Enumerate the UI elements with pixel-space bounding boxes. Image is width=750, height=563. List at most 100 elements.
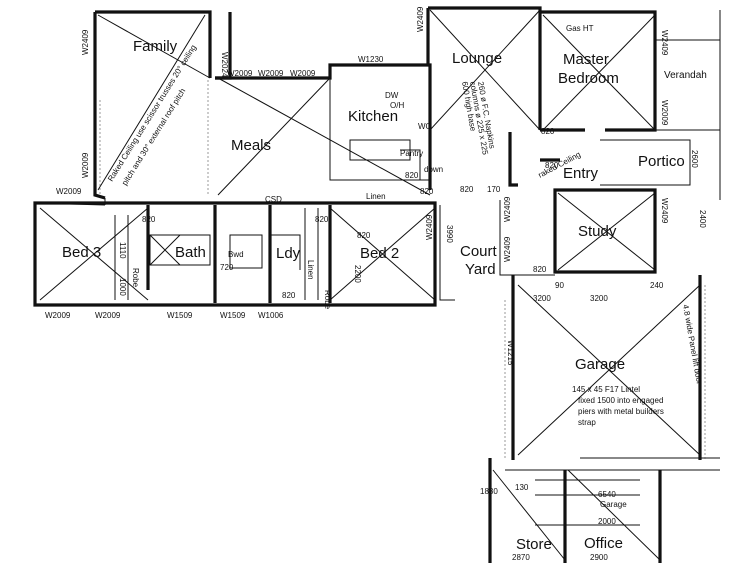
window-code: W2009 — [227, 69, 253, 78]
dimension: 2000 — [598, 517, 616, 526]
window-code: W2409 — [503, 236, 512, 262]
dimension: 2870 — [512, 553, 530, 562]
window-code: W2024 — [220, 52, 229, 78]
label-garage-note-3: piers with metal builders — [578, 407, 664, 416]
window-code: W2409 — [660, 198, 669, 224]
dimension: 3200 — [590, 294, 608, 303]
window-code: W2009 — [660, 100, 669, 126]
study-walls — [553, 188, 657, 274]
room-yard: Yard — [465, 261, 496, 278]
label-garage-note-4: strap — [578, 418, 596, 427]
detail-layer — [34, 9, 721, 561]
dimension: 720 — [220, 263, 234, 272]
wall-layer — [33, 6, 702, 563]
room-kitchen: Kitchen — [348, 108, 398, 125]
dimension: 3990 — [445, 225, 454, 243]
window-code: W2009 — [81, 152, 90, 178]
label-wo: WO — [418, 122, 432, 131]
dimension: 820 — [315, 215, 329, 224]
window-code: W2409 — [425, 214, 434, 240]
dimension: 820 — [533, 265, 547, 274]
window-code: W1215 — [506, 340, 515, 366]
room-portico: Portico — [638, 153, 685, 170]
window-codes: W2409 W2024 W2009 W2009 W2009 W1230 W240… — [45, 6, 669, 366]
label-csd: CSD — [265, 195, 282, 204]
label-garage-note-2: fixed 1500 into engaged — [578, 396, 663, 405]
dimension: 820 — [357, 231, 371, 240]
label-gas: Gas HT — [566, 24, 594, 33]
window-code: W2009 — [258, 69, 284, 78]
label-robe-a: Robe — [131, 268, 140, 288]
bedroom-wing-walls — [33, 201, 437, 307]
label-robe-b: Robe — [323, 290, 332, 310]
window-code: W2009 — [45, 311, 71, 320]
label-pantry: Pantry — [400, 149, 423, 158]
label-garage-note-1: 145 x 45 F17 Lintel — [572, 385, 640, 394]
room-master-1: Master — [563, 51, 609, 68]
room-office: Office — [584, 535, 623, 552]
dimension: 1110 — [118, 242, 127, 259]
meals-top-wall — [215, 63, 432, 190]
room-court: Court — [460, 243, 498, 260]
window-code: W1230 — [358, 55, 384, 64]
room-family: Family — [133, 38, 178, 55]
dimension: 820 — [545, 161, 559, 170]
dimension: 2400 — [698, 210, 707, 228]
label-linen: Linen — [366, 192, 386, 201]
dimension-labels: 820 820 820 820 820 820 820 820 820 820 … — [118, 127, 707, 562]
dimension: 6540 — [598, 490, 616, 499]
room-bed2: Bed 2 — [360, 245, 399, 262]
dimension: 2900 — [590, 553, 608, 562]
dimension: 170 — [487, 185, 501, 194]
room-ldy: Ldy — [276, 245, 301, 262]
window-code: W2009 — [56, 187, 82, 196]
room-entry: Entry — [563, 165, 599, 182]
dimension: 90 — [555, 281, 564, 290]
hatch-layer — [99, 80, 706, 460]
entry-walls — [508, 132, 560, 187]
room-verandah: Verandah — [664, 70, 707, 81]
dimension: 820 — [460, 185, 474, 194]
dimension: 820 — [541, 127, 555, 136]
store-office-walls — [488, 458, 662, 563]
room-meals: Meals — [231, 137, 271, 154]
dimension: 2600 — [690, 150, 699, 168]
window-code: W2409 — [81, 29, 90, 55]
label-oh: O/H — [390, 101, 404, 110]
label-family-note-1: Raked Ceiling use scissor trusses 20° ce… — [106, 43, 198, 183]
master-walls — [540, 10, 657, 132]
window-code: W2409 — [416, 6, 425, 32]
label-dw: DW — [385, 91, 399, 100]
window-code: W1509 — [220, 311, 246, 320]
label-linen-v: Linen — [306, 260, 315, 280]
dimension: 3200 — [533, 294, 551, 303]
room-lounge: Lounge — [452, 50, 502, 67]
lounge-walls — [426, 6, 542, 130]
window-code: W2009 — [290, 69, 316, 78]
dimension: 130 — [515, 483, 529, 492]
window-code: W2409 — [503, 196, 512, 222]
dimension: 820 — [405, 171, 419, 180]
dimension: 2200 — [353, 265, 362, 283]
dimension: 240 — [650, 281, 664, 290]
room-master-2: Bedroom — [558, 70, 619, 87]
bath-partition — [146, 205, 332, 303]
window-code: W2009 — [95, 311, 121, 320]
window-code: W1509 — [167, 311, 193, 320]
label-garage-small: Garage — [600, 500, 627, 509]
room-labels: Family Lounge Master Bedroom Verandah Ki… — [62, 38, 707, 553]
garage-walls — [511, 275, 702, 460]
room-bed3: Bed 3 — [62, 244, 101, 261]
dimension: 820 — [142, 215, 156, 224]
label-down: down — [424, 165, 443, 174]
dimension: 1000 — [118, 278, 127, 296]
label-bwd: Bwd — [228, 250, 244, 259]
room-bath: Bath — [175, 244, 206, 261]
room-garage: Garage — [575, 356, 625, 373]
dimension: 1830 — [480, 487, 498, 496]
room-study: Study — [578, 223, 617, 240]
dimension: 820 — [420, 187, 434, 196]
room-store: Store — [516, 536, 552, 553]
family-walls — [93, 10, 212, 200]
